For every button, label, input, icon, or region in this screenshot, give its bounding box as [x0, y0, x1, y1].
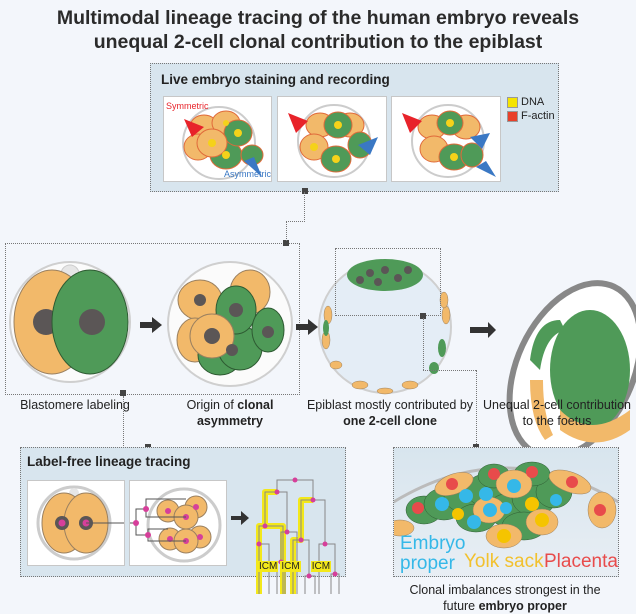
dna-swatch	[507, 96, 518, 108]
cleavage-embryo	[167, 261, 293, 387]
label-yolk-sack: Yolk sack	[464, 551, 544, 572]
lineage-tree	[256, 477, 340, 594]
legend-label-dna: DNA	[521, 96, 545, 108]
cell-fate-caption-bold: embryo proper	[478, 599, 567, 613]
icm-label: ICM	[280, 561, 301, 572]
asymmetric-arrow-icon	[476, 161, 496, 177]
two-cell-tracing-drawing	[36, 485, 124, 561]
cell-fate-caption: Clonal imbalances strongest in the futur…	[400, 582, 610, 614]
cleavage-tracing-drawing	[130, 487, 222, 563]
label-free-frame-1	[27, 480, 125, 566]
legend-label-factin: F-actin	[521, 110, 555, 122]
symmetric-label: Symmetric	[166, 101, 209, 111]
factin-swatch	[507, 110, 518, 122]
live-frame-2	[277, 96, 387, 182]
live-embryo-panel: Live embryo staining and recording Symme…	[150, 63, 559, 192]
label-free-frame-2	[129, 480, 227, 566]
tree-labels: ICM ICM ICM	[258, 561, 332, 572]
connector-node	[283, 240, 289, 246]
legend: DNA F-actin	[507, 96, 555, 122]
label-embryo-proper: Embryo proper	[400, 533, 466, 574]
asymmetric-arrow-icon	[244, 157, 262, 177]
connector-line	[304, 192, 305, 222]
stage-caption-2: Origin of clonal asymmetry	[165, 397, 295, 429]
cell-fate-caption-text: Clonal imbalances strongest in the futur…	[409, 583, 601, 613]
label-free-panel: Label-free lineage tracing	[20, 447, 346, 594]
legend-item-factin: F-actin	[507, 110, 555, 122]
icm-label: ICM	[310, 561, 332, 572]
title-line-1: Multimodal lineage tracing of the human …	[56, 7, 580, 29]
connector-line	[476, 370, 477, 450]
asymmetric-arrow-icon	[358, 137, 378, 155]
stage-caption-4: Unequal 2-cell contribution to the foetu…	[478, 397, 636, 429]
stage-3-bold: one 2-cell clone	[343, 414, 437, 428]
stage-caption-3: Epiblast mostly contributed by one 2-cel…	[305, 397, 475, 429]
live-panel-title: Live embryo staining and recording	[161, 72, 390, 87]
title-line-2: unequal 2-cell clonal contribution to th…	[93, 31, 543, 53]
two-cell-embryo	[9, 261, 131, 383]
dashed-arrow-icon	[470, 322, 496, 338]
connector-line	[123, 396, 124, 446]
legend-item-dna: DNA	[507, 96, 555, 108]
embryo-frame-3-drawing	[402, 104, 496, 178]
embryo-frame-1-drawing	[182, 106, 264, 180]
stage-4-text: Unequal 2-cell contribution to the foetu…	[482, 398, 631, 428]
cell-fate-drawing	[394, 461, 618, 549]
stage-2-text: Origin of	[186, 398, 238, 412]
stage-3-text: Epiblast mostly contributed by	[306, 398, 474, 412]
arrow-icon	[231, 511, 249, 525]
cell-fate-panel: Embryo proper Yolk sack Placenta	[393, 447, 619, 577]
connector-line	[286, 221, 287, 241]
stage-1-text: Blastomere labeling	[20, 398, 130, 412]
live-frame-3	[391, 96, 501, 182]
connector-line	[423, 370, 476, 371]
connector-node	[420, 313, 426, 319]
asymmetric-label: Asymmetric	[224, 169, 271, 179]
connector-node	[120, 390, 126, 396]
embryo-frame-2-drawing	[288, 104, 378, 178]
icm-highlight-box	[335, 248, 441, 316]
label-free-title: Label-free lineage tracing	[27, 454, 191, 469]
asymmetric-arrow-icon	[470, 133, 490, 149]
icm-label: ICM	[258, 561, 279, 572]
foetus	[506, 280, 636, 460]
stage-caption-1: Blastomere labeling	[0, 397, 150, 413]
connector-node	[302, 188, 308, 194]
arrow-icon	[140, 317, 162, 333]
connector-line	[286, 221, 305, 222]
symmetric-arrow-icon	[402, 113, 422, 133]
figure-title: Multimodal lineage tracing of the human …	[0, 6, 636, 54]
label-placenta: Placenta	[544, 551, 618, 572]
arrow-icon	[296, 319, 318, 335]
symmetric-arrow-icon	[184, 119, 204, 137]
live-frame-1: Symmetric Asymmetric	[163, 96, 272, 182]
blastocyst	[318, 259, 452, 395]
connector-line	[423, 318, 424, 370]
early-stages-box	[5, 243, 300, 395]
stage-2-bold: clonal asymmetry	[196, 398, 274, 428]
symmetric-arrow-icon	[288, 113, 308, 133]
stages-drawing	[9, 259, 636, 460]
